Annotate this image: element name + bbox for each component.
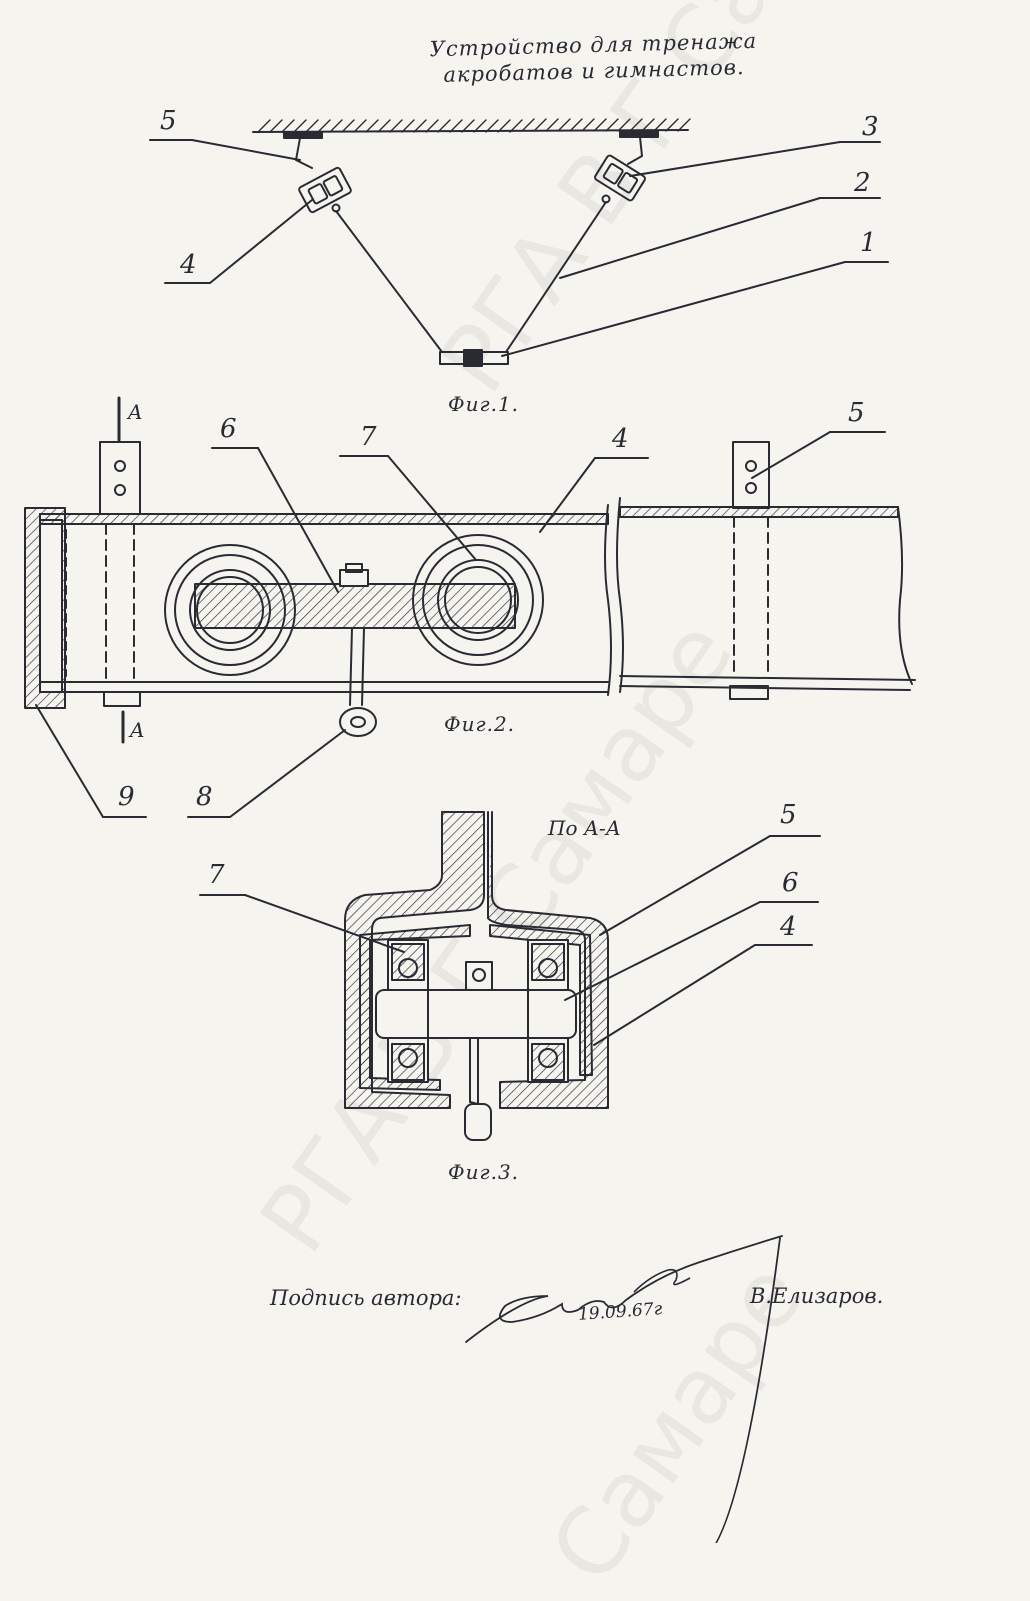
fig2-drawing bbox=[24, 396, 916, 818]
fig1-label-4: 4 bbox=[180, 250, 197, 280]
fig3-drawing bbox=[199, 811, 821, 1141]
fig1-caption: Фиг.1. bbox=[448, 392, 520, 416]
fig1-label-1: 1 bbox=[860, 228, 877, 258]
section-mark-top: A bbox=[128, 400, 143, 424]
fig2-label-6: 6 bbox=[220, 414, 237, 444]
fig3-caption: Фиг.3. bbox=[448, 1160, 520, 1184]
signature-mark bbox=[465, 1235, 783, 1343]
drawing-sheet: РГА В Г Самаре РГА В Г Самаре Самаре bbox=[24, 0, 934, 1601]
fig2-label-4: 4 bbox=[612, 424, 629, 454]
fig2-label-8: 8 bbox=[196, 782, 213, 812]
fig2-caption: Фиг.2. bbox=[444, 712, 516, 736]
fig2-label-9: 9 bbox=[118, 782, 135, 812]
fig1-drawing bbox=[149, 118, 889, 367]
signature-label: Подпись автора: bbox=[270, 1286, 462, 1310]
fig1-label-2: 2 bbox=[854, 168, 871, 198]
fig3-label-7: 7 bbox=[208, 860, 225, 890]
fig3-label-6: 6 bbox=[782, 868, 799, 898]
section-mark-bottom: A bbox=[130, 718, 145, 742]
fig1-label-3: 3 bbox=[862, 112, 879, 142]
fig2-label-7: 7 bbox=[360, 422, 377, 452]
author-name: В.Елизаров. bbox=[750, 1284, 884, 1308]
section-title: По А-А bbox=[548, 816, 621, 840]
fig3-label-4: 4 bbox=[780, 912, 797, 942]
ceiling-hatch bbox=[257, 118, 691, 133]
drawing-title: Устройство для тренажа акробатов и гимна… bbox=[429, 28, 758, 89]
technical-drawing bbox=[24, 118, 916, 1543]
fig2-label-5: 5 bbox=[848, 398, 865, 428]
fig1-label-5: 5 bbox=[160, 106, 177, 136]
fig3-label-5: 5 bbox=[780, 800, 797, 830]
